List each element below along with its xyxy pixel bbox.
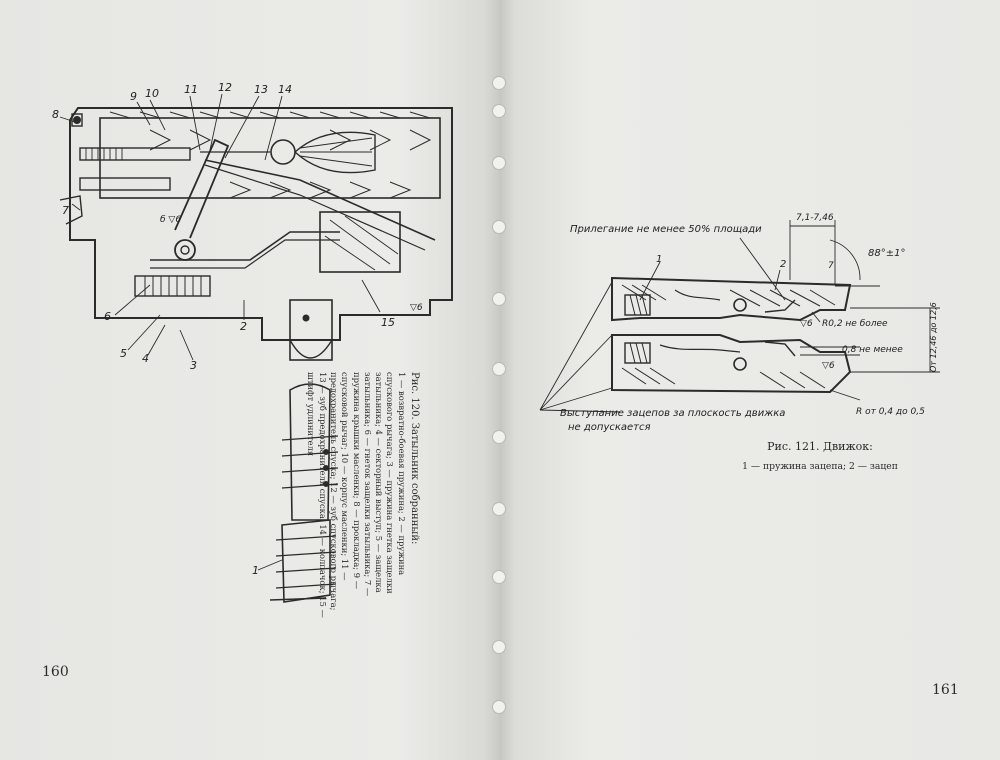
annotation-protrusion-line2: не допускается [568, 422, 651, 433]
page-number-right: 161 [932, 682, 959, 698]
callout-1: 1 [656, 254, 662, 265]
callout-3: 3 [190, 359, 197, 372]
left-page: 9 10 11 12 13 14 8 7 6 5 4 3 2 15 1 б ▽6… [0, 0, 500, 760]
right-page: Прилегание не менее 50% площади 7,1-7,46… [500, 0, 1000, 760]
callout-7: 7 [62, 204, 69, 217]
figure-121-title: Рис. 121. Движок: [767, 440, 873, 453]
roughness-mark-6: б ▽6 [160, 215, 181, 225]
callout-13: 13 [254, 83, 268, 96]
annotation-dimension: 7,1-7,46 [796, 213, 834, 223]
annotation-protrusion-line1: Выступание зацепов за плоскость движка [560, 408, 785, 419]
binding-hole [492, 76, 506, 90]
annotation-vertical-dim: От 12,46 до 12,6 [929, 302, 938, 372]
annotation-contact: Прилегание не менее 50% площади [570, 224, 762, 235]
binding-hole [492, 156, 506, 170]
annotation-gap: 0,8 не менее [842, 345, 903, 355]
annotation-radius-range: R от 0,4 до 0,5 [856, 407, 925, 417]
page-number-left: 160 [42, 664, 69, 680]
callout-14: 14 [278, 83, 292, 96]
annotation-tolerance-mark: 7 [828, 261, 834, 271]
annotation-roughness-a: ▽6 [800, 319, 813, 329]
binding-hole [492, 220, 506, 234]
figure-120-drawing: 9 10 11 12 13 14 8 7 6 5 4 3 2 15 1 б ▽6… [52, 81, 453, 603]
annotation-radius-max: R0,2 не более [822, 319, 888, 329]
binding-hole [492, 362, 506, 376]
roughness-mark-b: ▽6 [410, 303, 423, 313]
binding-hole [492, 570, 506, 584]
figure-120-title: Рис. 120. Затыльник собранный: [409, 372, 420, 545]
callout-2: 2 [780, 259, 786, 270]
binding-hole [492, 104, 506, 118]
callout-8: 8 [52, 108, 59, 121]
callout-5: 5 [120, 347, 127, 360]
binding-hole [492, 700, 506, 714]
figure-120-legend: 1 — возвратно-боевая пружина; 2 — пружин… [306, 372, 407, 618]
callout-4: 4 [142, 352, 149, 365]
callout-9: 9 [130, 90, 137, 103]
callout-11: 11 [184, 83, 198, 96]
callout-10: 10 [145, 87, 159, 100]
callout-12: 12 [218, 81, 232, 94]
figure-121-legend: 1 — пружина зацепа; 2 — зацеп [742, 461, 898, 472]
figure-121-drawing: Прилегание не менее 50% площади 7,1-7,46… [539, 213, 940, 433]
binding-hole [492, 430, 506, 444]
callout-1: 1 [252, 564, 259, 577]
annotation-angle: 88°±1° [868, 248, 905, 259]
binding-hole [492, 292, 506, 306]
callout-6: 6 [104, 310, 111, 323]
callout-2: 2 [240, 320, 247, 333]
annotation-roughness-b: ▽6 [822, 361, 835, 371]
binding-hole [492, 502, 506, 516]
callout-15: 15 [381, 316, 395, 329]
figure-121-caption: Рис. 121. Движок: 1 — пружина зацепа; 2 … [670, 440, 970, 472]
binding-hole [492, 640, 506, 654]
figure-120-caption: Рис. 120. Затыльник собранный: 1 — возвр… [305, 372, 420, 622]
